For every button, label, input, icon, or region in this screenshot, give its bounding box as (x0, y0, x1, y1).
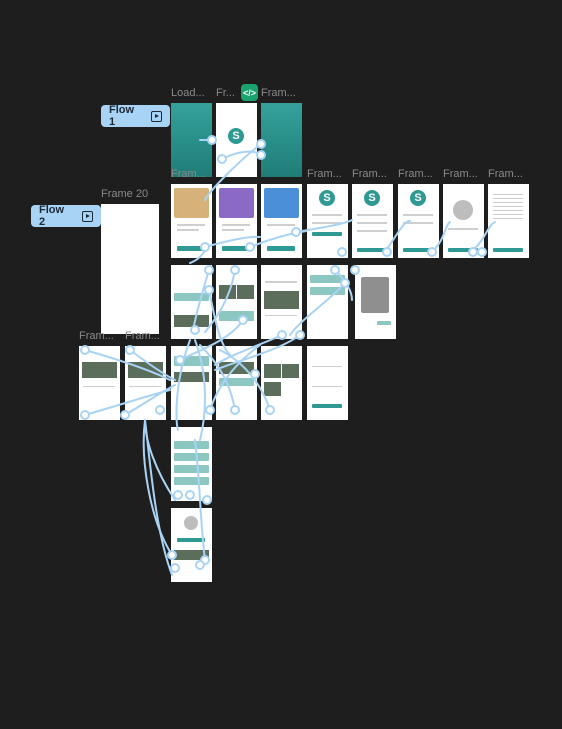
gallery-frame[interactable] (261, 346, 302, 420)
frame-label-loading[interactable]: Load... (171, 87, 205, 99)
register-frame[interactable]: S (352, 184, 393, 258)
profile-frame[interactable] (171, 508, 212, 582)
home-frame[interactable] (171, 265, 212, 339)
onboarding-2-frame[interactable] (216, 184, 257, 258)
frame-label-row2-4[interactable]: Fram... (307, 168, 342, 180)
onboarding-illustration (219, 188, 254, 218)
login-frame[interactable]: S (307, 184, 348, 258)
onboarding-illustration (174, 188, 209, 218)
logo-icon: S (319, 190, 335, 206)
frame-label-fr[interactable]: Fr... (216, 87, 235, 99)
chat-list-frame[interactable] (307, 265, 348, 339)
avatar-placeholder (453, 200, 473, 220)
flow-1-label: Flow 1 (109, 104, 141, 128)
frame-label-fram-top[interactable]: Fram... (261, 87, 296, 99)
feed-frame[interactable] (216, 346, 257, 420)
logo-icon: S (410, 190, 426, 206)
frame-label-left2[interactable]: Fram... (125, 330, 160, 342)
frame-label-row2-1[interactable]: Fram... (171, 168, 206, 180)
onboarding-illustration (264, 188, 299, 218)
chat-message (361, 277, 389, 313)
form-frame[interactable] (307, 346, 348, 420)
dashboard-frame[interactable] (171, 346, 212, 420)
splash-frame[interactable]: S (216, 103, 257, 177)
terms-frame[interactable] (488, 184, 529, 258)
news-detail-frame[interactable] (261, 265, 302, 339)
news-list-frame[interactable] (216, 265, 257, 339)
frame-label-row2-8[interactable]: Fram... (488, 168, 523, 180)
profile-setup-frame[interactable] (443, 184, 484, 258)
verify-frame[interactable]: S (398, 184, 439, 258)
code-icon[interactable]: </> (241, 84, 258, 101)
play-icon (151, 111, 162, 122)
avatar (184, 516, 198, 530)
flow-2-badge[interactable]: Flow 2 (31, 205, 101, 227)
logo-icon: S (228, 128, 244, 144)
flow-2-label: Flow 2 (39, 204, 72, 228)
frame-label-row2-5[interactable]: Fram... (352, 168, 387, 180)
chat-detail-frame[interactable] (355, 265, 396, 339)
category-frame-2[interactable] (125, 346, 166, 420)
frame-label-row2-7[interactable]: Fram... (443, 168, 478, 180)
play-icon (82, 211, 94, 222)
list-frame[interactable] (171, 427, 212, 501)
onboarding-3-frame[interactable] (261, 184, 302, 258)
logo-icon: S (364, 190, 380, 206)
onboarding-1-frame[interactable] (171, 184, 212, 258)
flow-1-badge[interactable]: Flow 1 (101, 105, 170, 127)
category-frame-1[interactable] (79, 346, 120, 420)
frame-label-row2-6[interactable]: Fram... (398, 168, 433, 180)
loading-frame[interactable] (171, 103, 212, 177)
frame-label-left1[interactable]: Fram... (79, 330, 114, 342)
frame-label-frame20[interactable]: Frame 20 (101, 188, 148, 200)
teal-frame[interactable] (261, 103, 302, 177)
frame-20[interactable] (101, 204, 159, 334)
